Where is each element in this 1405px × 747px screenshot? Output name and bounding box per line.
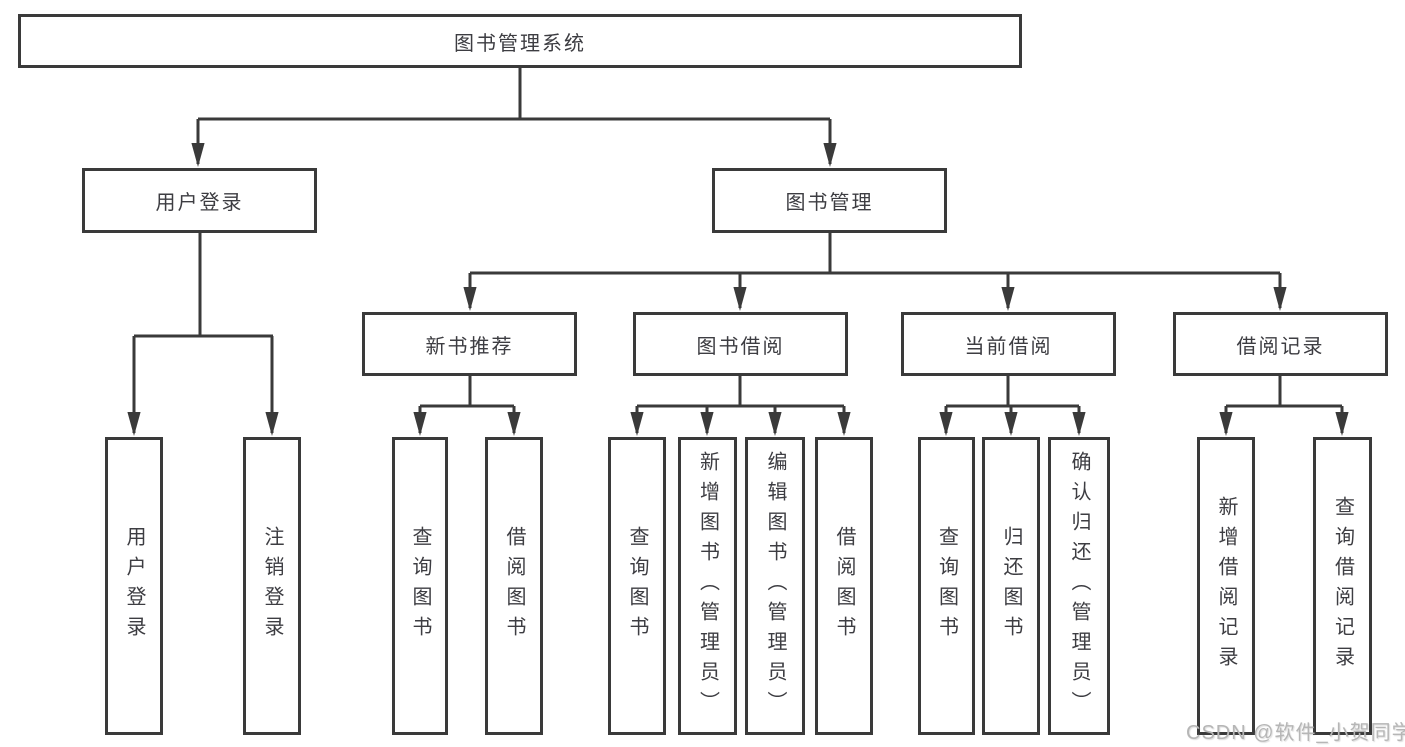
leaf-add-borrow-record: 新增借阅记录 — [1197, 437, 1255, 735]
leaf-return-books: 归还图书 — [982, 437, 1040, 735]
leaf-query-books-1: 查询图书 — [392, 437, 448, 735]
trunk-lines — [134, 68, 1342, 408]
leaf-borrow-books-1: 借阅图书 — [485, 437, 543, 735]
node-root: 图书管理系统 — [18, 14, 1022, 68]
node-user-login: 用户登录 — [82, 168, 317, 233]
leaf-query-borrow-record: 查询借阅记录 — [1313, 437, 1372, 735]
csdn-watermark: CSDN @软件_小贺同学 — [1186, 722, 1405, 744]
node-borrow-records: 借阅记录 — [1173, 312, 1388, 376]
leaf-logout: 注销登录 — [243, 437, 301, 735]
leaf-query-books-3: 查询图书 — [918, 437, 975, 735]
node-new-book-recommend: 新书推荐 — [362, 312, 577, 376]
connector-group — [127, 68, 1349, 436]
leaf-borrow-books-2: 借阅图书 — [815, 437, 873, 735]
leaf-confirm-return-admin: 确认归还（管理员） — [1048, 437, 1110, 735]
node-book-management: 图书管理 — [712, 168, 947, 233]
leaf-add-book-admin: 新增图书（管理员） — [678, 437, 737, 735]
leaf-user-login: 用户登录 — [105, 437, 163, 735]
leaf-edit-book-admin: 编辑图书（管理员） — [745, 437, 805, 735]
node-book-borrow: 图书借阅 — [633, 312, 848, 376]
node-current-borrow: 当前借阅 — [901, 312, 1116, 376]
leaf-query-books-2: 查询图书 — [608, 437, 666, 735]
